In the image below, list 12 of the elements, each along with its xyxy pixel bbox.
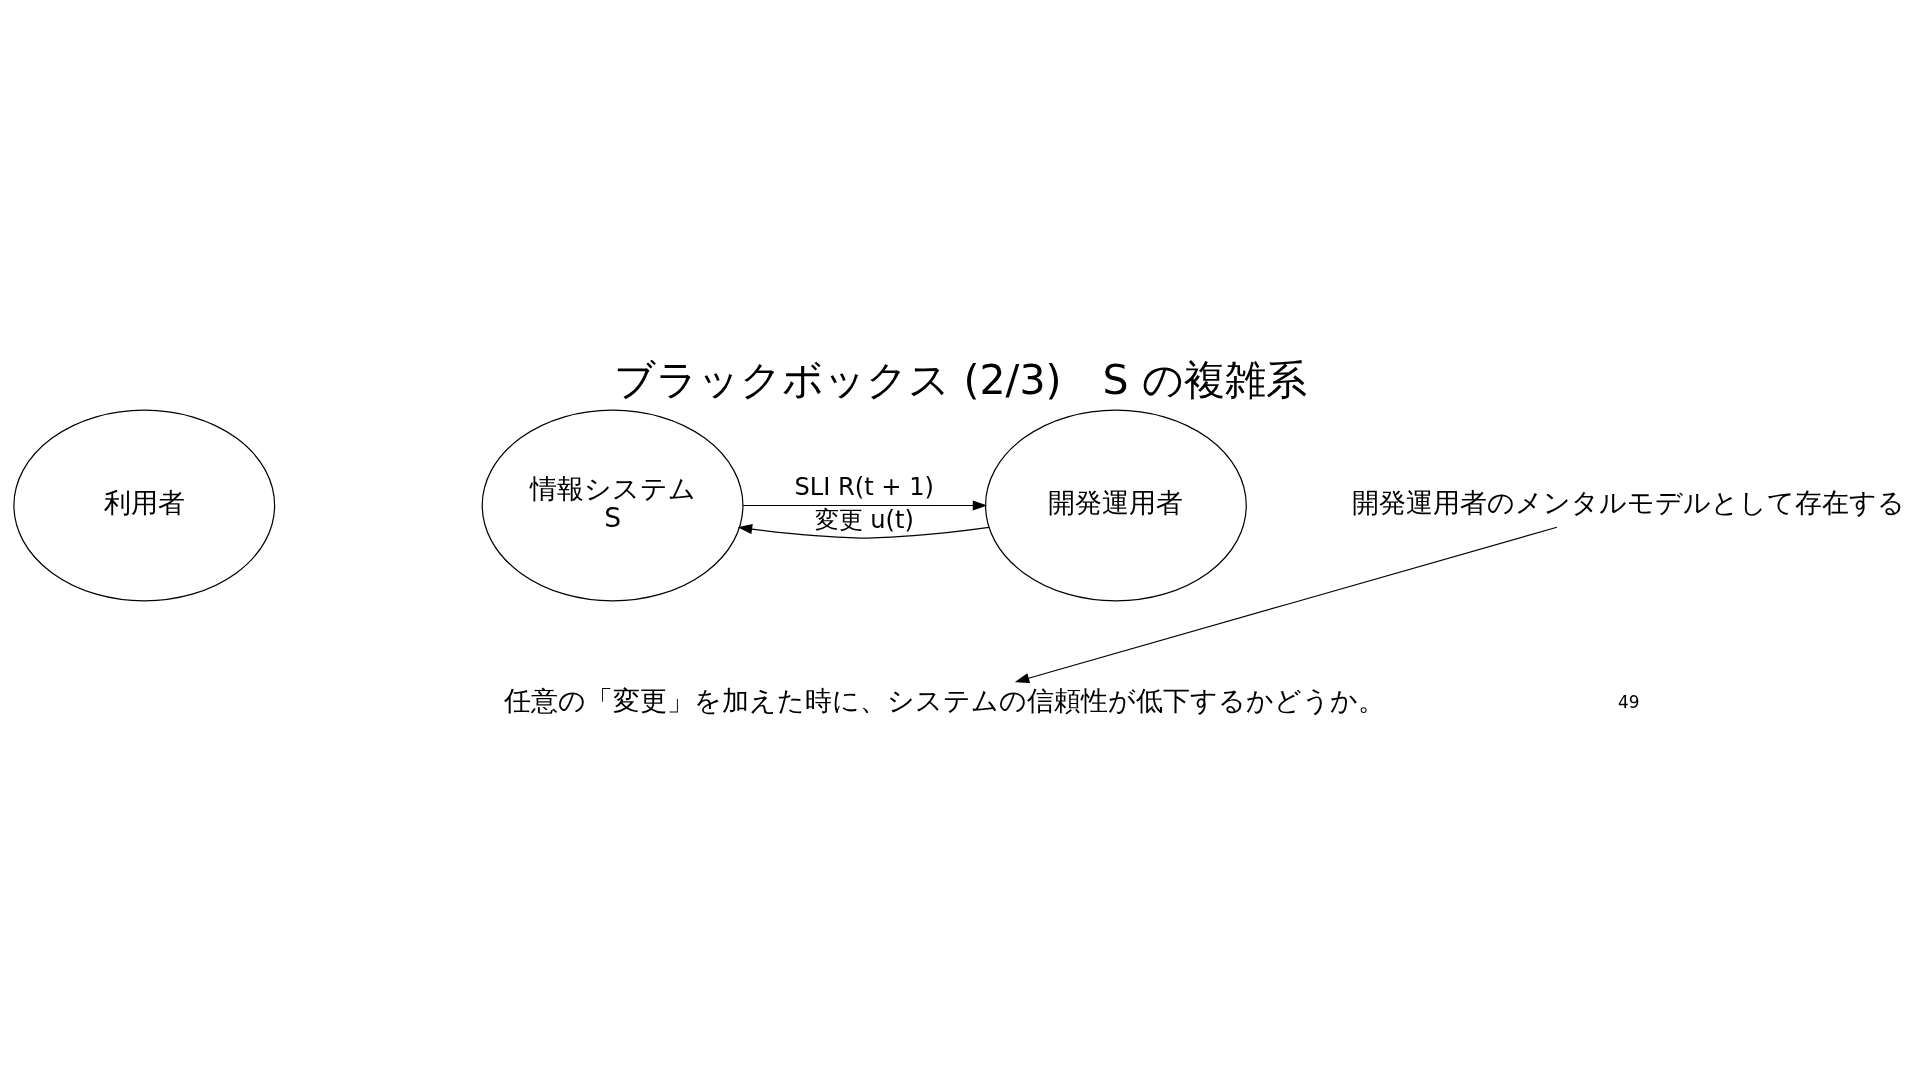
diagram-title: ブラックボックス (2/3) S の複雑系 (613, 354, 1307, 403)
label: 49 (1617, 691, 1640, 712)
edge-label: 変更 u(t) (814, 505, 914, 534)
edge-label: SLI R(t + 1) (793, 472, 934, 501)
node-text: 開発運用者のメンタルモデルとして存在する (1351, 486, 1905, 518)
arrow (737, 523, 990, 539)
node-ellipse: 開発運用者 (984, 409, 1247, 601)
node-ellipse: 情報システム S (481, 409, 744, 601)
node-ellipse: 利用者 (12, 409, 275, 601)
node-text: 任意の「変更」を加えた時に、システムの信頼性が低下するかどうか。 (503, 684, 1385, 716)
arrow (742, 499, 987, 511)
arrow (1014, 526, 1558, 683)
